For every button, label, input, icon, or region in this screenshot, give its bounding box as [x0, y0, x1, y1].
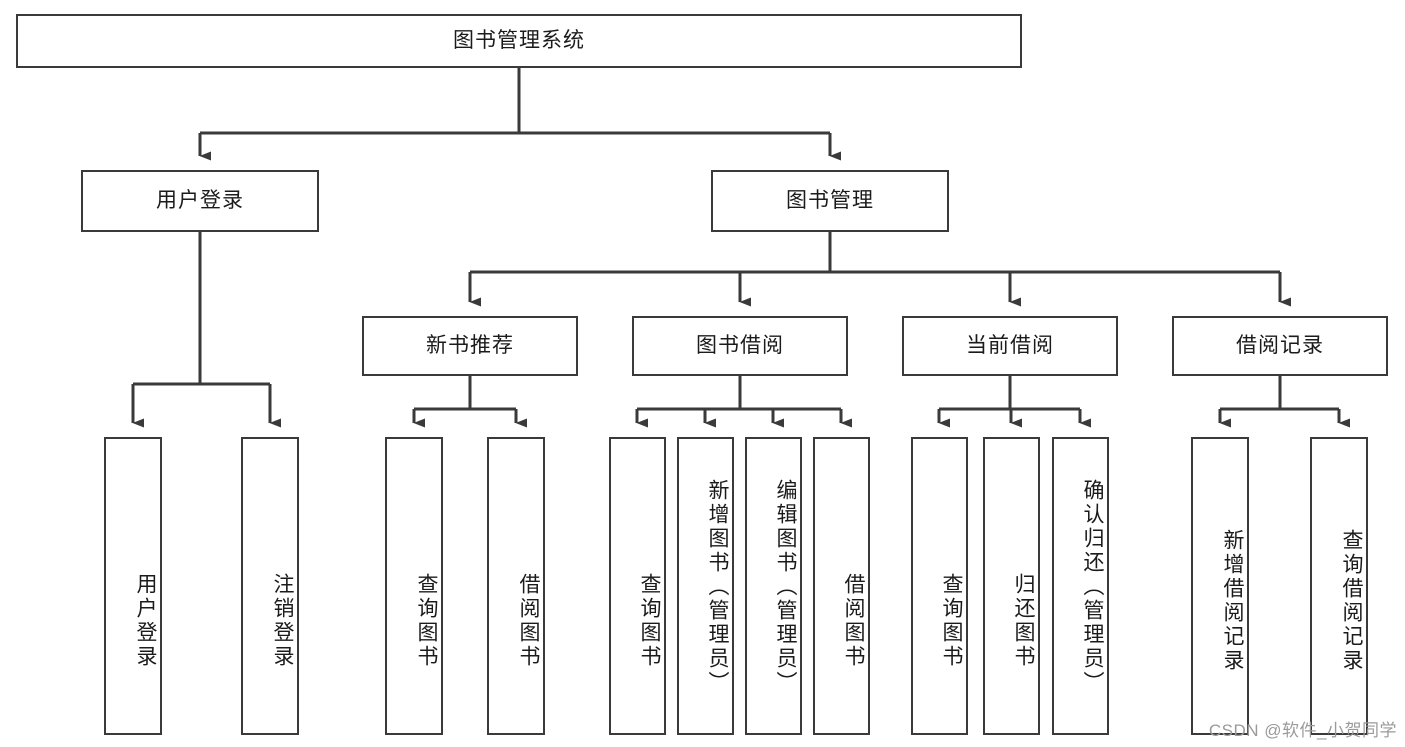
node-leaf-query-record-label: 查询借阅记录 [1340, 529, 1363, 673]
node-leaf-edit-book-label: 编辑图书（管理员） [774, 479, 797, 695]
node-leaf-add-book[interactable]: 新增图书（管理员） [677, 437, 734, 735]
node-leaf-query-record[interactable]: 查询借阅记录 [1310, 437, 1368, 735]
node-leaf-borrow-book-rec-label: 借阅图书 [517, 573, 540, 669]
node-leaf-query-book-cur[interactable]: 查询图书 [911, 437, 968, 735]
node-borrow-record[interactable]: 借阅记录 [1172, 316, 1388, 376]
node-new-book-rec[interactable]: 新书推荐 [362, 316, 578, 376]
node-book-manage-label: 图书管理 [786, 189, 874, 213]
node-book-manage[interactable]: 图书管理 [711, 170, 949, 232]
node-leaf-return-book[interactable]: 归还图书 [983, 437, 1040, 735]
node-leaf-query-book-borrow[interactable]: 查询图书 [609, 437, 666, 735]
watermark-text: CSDN @软件_小贺同学 [1208, 721, 1397, 740]
node-leaf-borrow-book-rec[interactable]: 借阅图书 [487, 437, 545, 735]
node-leaf-query-book-cur-label: 查询图书 [940, 573, 963, 669]
node-leaf-logout[interactable]: 注销登录 [241, 437, 299, 735]
node-new-book-rec-label: 新书推荐 [426, 334, 514, 358]
node-leaf-borrow-book[interactable]: 借阅图书 [813, 437, 870, 735]
node-leaf-confirm-return-label: 确认归还（管理员） [1081, 479, 1104, 695]
node-current-borrow-label: 当前借阅 [966, 334, 1054, 358]
node-leaf-user-login[interactable]: 用户登录 [104, 437, 162, 735]
node-book-borrow[interactable]: 图书借阅 [632, 316, 848, 376]
node-borrow-record-label: 借阅记录 [1236, 334, 1324, 358]
node-leaf-user-login-label: 用户登录 [134, 573, 157, 669]
node-root[interactable]: 图书管理系统 [16, 14, 1022, 68]
node-root-label: 图书管理系统 [453, 29, 585, 53]
node-leaf-add-record-label: 新增借阅记录 [1221, 529, 1244, 673]
node-leaf-borrow-book-label: 借阅图书 [842, 573, 865, 669]
node-leaf-add-book-label: 新增图书（管理员） [706, 479, 729, 695]
node-book-borrow-label: 图书借阅 [696, 334, 784, 358]
node-leaf-add-record[interactable]: 新增借阅记录 [1191, 437, 1249, 735]
node-leaf-query-book-borrow-label: 查询图书 [638, 573, 661, 669]
node-leaf-edit-book[interactable]: 编辑图书（管理员） [745, 437, 802, 735]
node-leaf-query-book-rec[interactable]: 查询图书 [385, 437, 443, 735]
node-user-login-label: 用户登录 [156, 189, 244, 213]
node-current-borrow[interactable]: 当前借阅 [902, 316, 1118, 376]
node-leaf-return-book-label: 归还图书 [1012, 573, 1035, 669]
node-user-login[interactable]: 用户登录 [81, 170, 319, 232]
node-leaf-confirm-return[interactable]: 确认归还（管理员） [1052, 437, 1109, 735]
node-leaf-logout-label: 注销登录 [271, 573, 294, 669]
node-leaf-query-book-rec-label: 查询图书 [415, 573, 438, 669]
